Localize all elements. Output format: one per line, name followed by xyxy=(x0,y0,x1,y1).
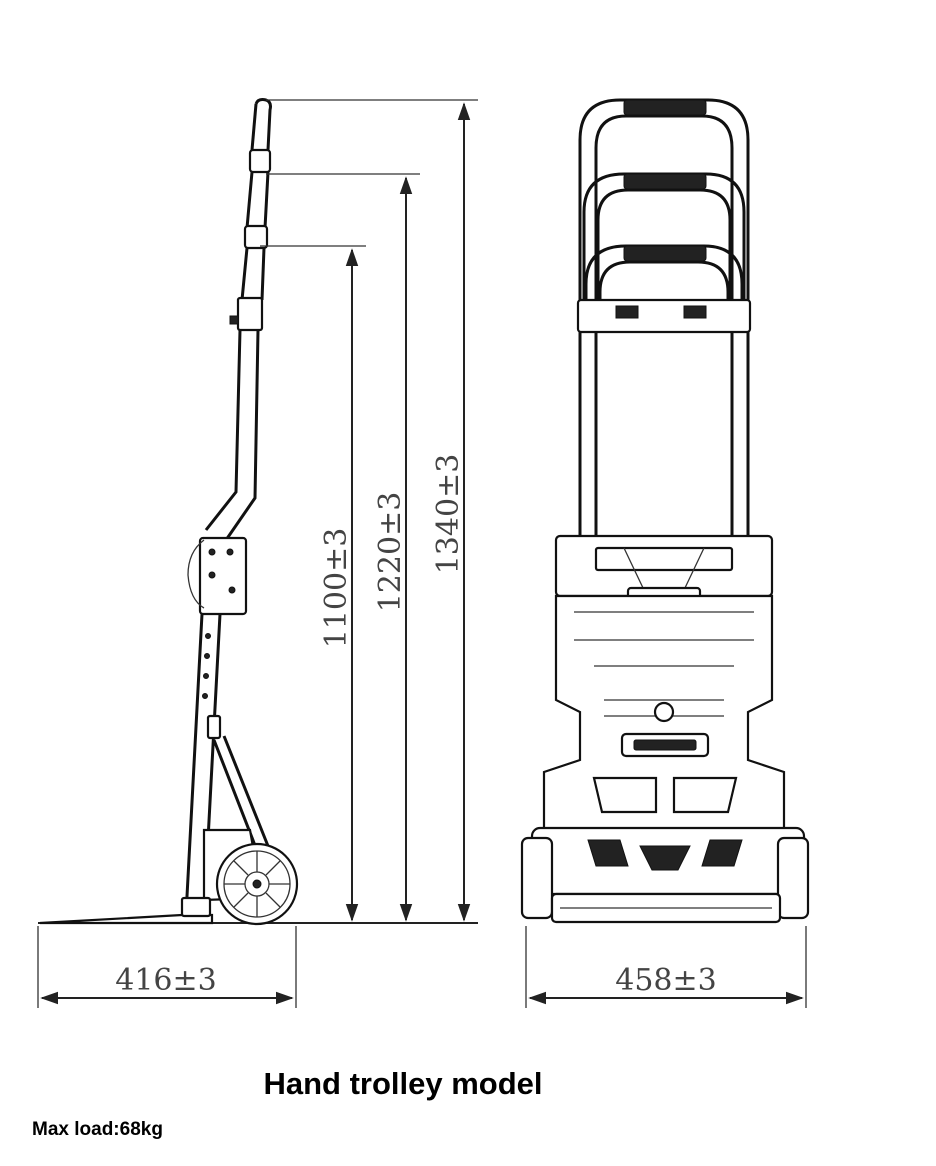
dim-label-1100: 1100±3 xyxy=(319,528,354,649)
dim-label-458: 458±3 xyxy=(615,963,716,998)
page-title: Hand trolley model xyxy=(263,1066,543,1101)
dim-label-416: 416±3 xyxy=(115,963,216,998)
front-view xyxy=(520,98,810,924)
max-load-label: Max load:68kg xyxy=(32,1119,163,1140)
dim-label-1220: 1220±3 xyxy=(373,492,408,613)
side-view xyxy=(38,98,478,926)
dimension-lines: 1100±3 1220±3 1340±3 416±3 458±3 xyxy=(37,99,807,1008)
dim-label-1340: 1340±3 xyxy=(431,454,466,575)
